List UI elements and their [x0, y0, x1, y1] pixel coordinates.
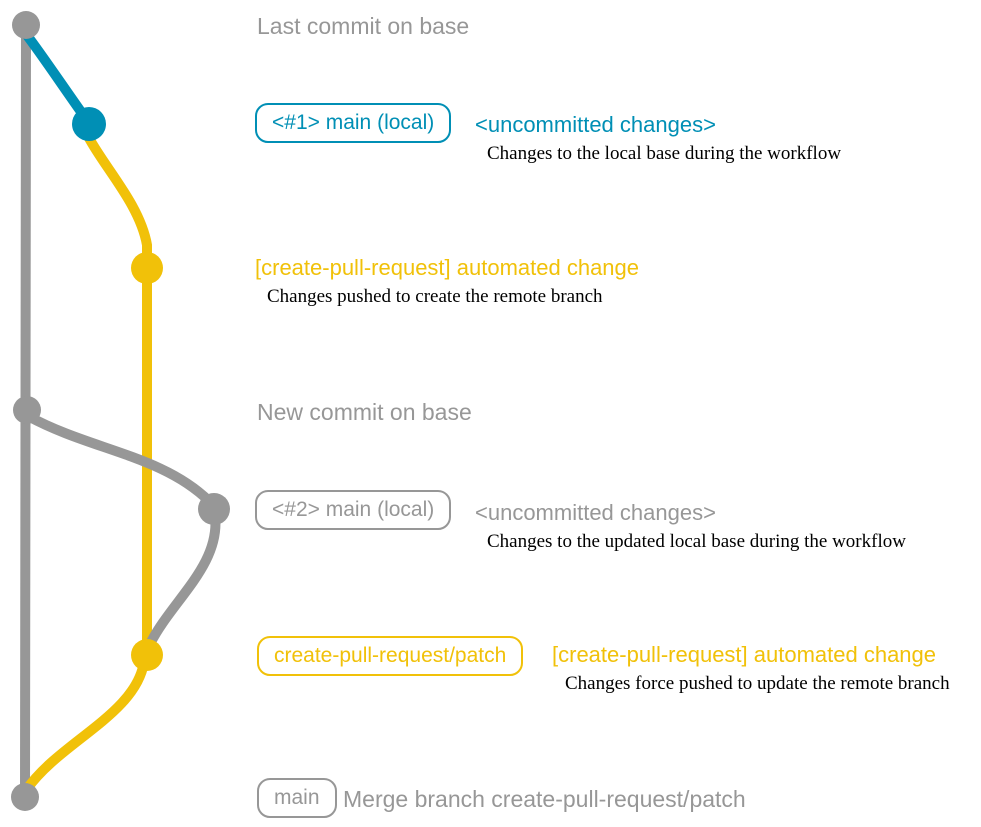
patch-merge-into-base — [22, 657, 149, 794]
branch-badge-main: main — [257, 778, 337, 818]
last-commit-on-base-label: Last commit on base — [257, 13, 470, 39]
automated-change-1-title: [create-pull-request] automated change — [255, 255, 640, 280]
local-main-1-branch — [21, 29, 89, 121]
uncommitted-changes-1-title: <uncommitted changes> — [475, 112, 716, 137]
automated-change-2-title: [create-pull-request] automated change — [552, 642, 937, 667]
branch-badge-create-pull-request-patch: create-pull-request/patch — [257, 636, 524, 676]
base-to-local-main-2 — [23, 411, 214, 506]
branch-badge-main-local-1: <#1> main (local) — [255, 103, 452, 143]
automated-change-2-desc: Changes force pushed to update the remot… — [565, 673, 950, 694]
commit-dot-main-local-2 — [198, 493, 230, 525]
uncommitted-changes-2-title: <uncommitted changes> — [475, 500, 716, 525]
automated-change-1-desc: Changes pushed to create the remote bran… — [267, 286, 603, 307]
local-main-2-to-patch — [145, 510, 221, 649]
commit-dot-automated-change-2 — [131, 639, 163, 671]
commit-dot-automated-change-1 — [131, 252, 163, 284]
uncommitted-changes-1-desc: Changes to the local base during the wor… — [487, 143, 842, 164]
create-pull-request-patch-branch — [84, 133, 152, 653]
commit-dot-merge-commit — [11, 783, 39, 811]
new-commit-on-base-label: New commit on base — [257, 399, 472, 425]
commit-dot-last-commit-on-base — [12, 11, 40, 39]
branch-badge-main-local-2: <#2> main (local) — [255, 490, 452, 530]
commit-dot-new-commit-on-base — [13, 396, 41, 424]
commit-dot-main-local-1 — [72, 107, 106, 141]
merge-commit-title: Merge branch create-pull-request/patch — [343, 786, 746, 812]
uncommitted-changes-2-desc: Changes to the updated local base during… — [487, 531, 906, 552]
